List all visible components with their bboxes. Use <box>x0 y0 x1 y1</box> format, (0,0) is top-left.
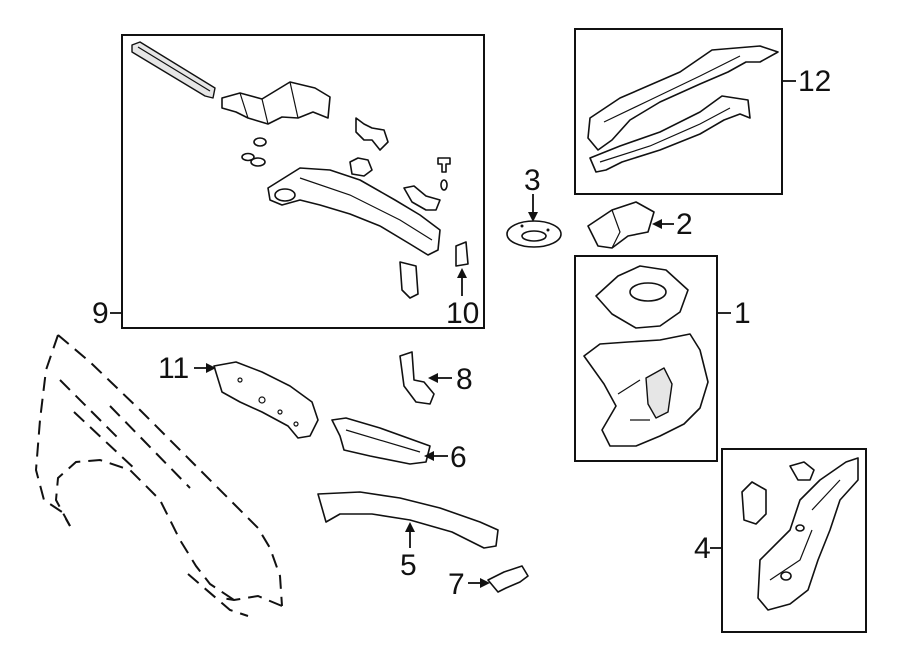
callout-10: 10 <box>446 297 479 330</box>
part-11-reinforcement <box>213 361 319 439</box>
part-5-molding <box>317 491 499 549</box>
part-6-rail <box>331 417 431 465</box>
part-3-mount <box>506 220 562 248</box>
group-1-box <box>574 255 718 462</box>
callout-11: 11 <box>158 352 189 385</box>
group-9-box <box>121 34 485 329</box>
part-8-bracket <box>399 351 435 405</box>
callout-12: 12 <box>798 65 831 98</box>
fender-outline <box>34 334 283 617</box>
callout-6: 6 <box>450 441 467 474</box>
callout-9: 9 <box>92 297 109 330</box>
part-7-strap <box>487 565 529 593</box>
group-12-box <box>574 28 783 195</box>
callout-7: 7 <box>448 568 465 601</box>
callout-3: 3 <box>524 164 541 197</box>
leader-lines <box>110 80 796 588</box>
callout-5: 5 <box>400 549 417 582</box>
callout-1: 1 <box>734 297 751 330</box>
group-4-box <box>721 448 867 633</box>
callout-4: 4 <box>694 532 711 565</box>
callout-2: 2 <box>676 208 693 241</box>
callout-8: 8 <box>456 363 473 396</box>
part-2-bracket <box>587 201 655 249</box>
